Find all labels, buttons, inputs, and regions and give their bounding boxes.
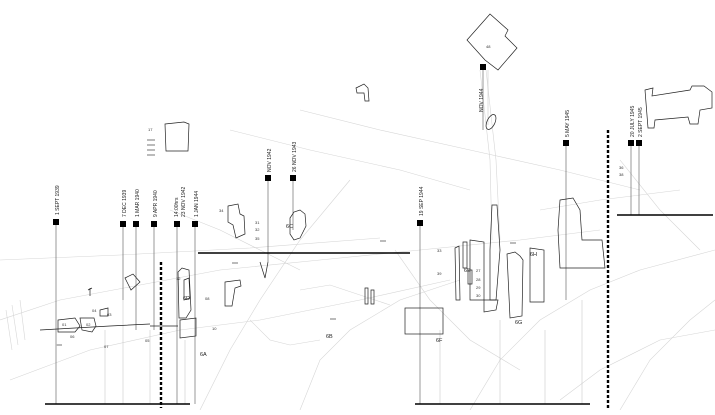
timeline-label-4: 9 APR 1940 (153, 190, 159, 217)
num-30: 30 (476, 293, 481, 298)
building-top-right (644, 85, 713, 129)
timeline-marker-13: 20 JULY 1945 (628, 106, 636, 215)
timeline-marker-11: NOV 1944 (479, 64, 486, 130)
num-10: 10 (212, 326, 217, 331)
timeline-label-12: 5 MAY 1945 (565, 110, 571, 137)
building-6E-bar (454, 245, 461, 301)
timeline-markers: 1 SEPT 1939 7 DEC 1939 1 MAR 1940 9 APR … (53, 64, 644, 404)
num-31: 31 (255, 220, 260, 225)
zone-6D: 6D (183, 296, 190, 302)
timeline-marker-14: 2 SEPT 1945 (636, 107, 644, 215)
timeline-label-11: NOV 1944 (479, 88, 485, 112)
heavy-horizontal-lines (45, 214, 713, 405)
num-32: 32 (255, 227, 260, 232)
flag-mark (87, 287, 93, 296)
building-right-complex (557, 197, 606, 269)
building-02 (79, 317, 97, 333)
vertical-guide-lines (104, 70, 583, 404)
building-6H-right (529, 247, 545, 303)
building-pair (364, 287, 375, 305)
building-6D-inner (183, 277, 191, 301)
timeline-label-10: 19 SEP 1944 (419, 186, 425, 216)
num-07: 07 (104, 344, 109, 349)
road-6A (39, 323, 151, 331)
num-01: 01 (62, 322, 67, 327)
timeline-marker-3: 1 MAR 1940 (133, 189, 141, 330)
building-6D-lower (179, 317, 197, 339)
zone-6F: 6F (436, 338, 443, 344)
building-6E-foot (483, 299, 499, 313)
num-29: 29 (476, 285, 481, 290)
num-27: 27 (476, 268, 481, 273)
building-6E-bar2 (462, 241, 468, 269)
building-long-strip (489, 204, 501, 301)
building-03 (99, 307, 109, 317)
zone-6E: 6E (464, 268, 471, 274)
building-oval (485, 114, 497, 130)
building-6E-small (467, 269, 473, 285)
timeline-label-6: 23 NOV 1942 (181, 186, 187, 217)
building-small-top (355, 83, 370, 102)
timeline-label-9: 26 NOV 1943 (292, 141, 298, 172)
zone-6G: 6G (515, 320, 522, 326)
num-48: 48 (486, 44, 491, 49)
num-12: 12 (176, 276, 181, 281)
faint-marks (56, 139, 516, 346)
dashed-boundary-lines (159, 130, 610, 408)
num-35: 35 (255, 236, 260, 241)
num-08: 08 (205, 296, 210, 301)
num-38: 38 (619, 172, 624, 177)
building-17 (164, 121, 190, 152)
timeline-label-8: NOV 1942 (267, 148, 273, 172)
timeline-marker-5: 14:00hrs 23 NOV 1942 (174, 186, 187, 404)
timeline-marker-9: 26 NOV 1943 (290, 141, 298, 230)
zone-6H: 6H (530, 252, 537, 258)
zone-6C: 6C (286, 224, 293, 230)
timeline-marker-7: 1 JAN 1944 (192, 191, 200, 404)
zone-labels: 6A 6B 6C 6D 6E 6F 6G 6H (183, 224, 537, 358)
num-34: 34 (219, 208, 224, 213)
num-06: 06 (70, 334, 75, 339)
zone-6A: 6A (200, 352, 207, 358)
num-39: 39 (437, 271, 442, 276)
timeline-label-2: 7 DEC 1939 (122, 190, 128, 217)
timeline-label-3: 1 MAR 1940 (135, 189, 141, 217)
timeline-marker-10: 19 SEP 1944 (417, 186, 425, 404)
timeline-marker-4: 9 APR 1940 (151, 190, 159, 330)
timeline-label-7: 1 JAN 1944 (194, 191, 200, 217)
timeline-marker-2: 7 DEC 1939 (120, 190, 128, 300)
timeline-label-1: 1 SEPT 1939 (55, 185, 61, 215)
building-01 (57, 317, 81, 333)
building-6C (289, 209, 307, 241)
num-36: 36 (619, 165, 624, 170)
timeline-marker-1: 1 SEPT 1939 (53, 185, 61, 404)
building-6F (404, 307, 444, 335)
num-33: 33 (437, 248, 442, 253)
timeline-marker-8: NOV 1942 (265, 148, 273, 262)
timeline-label-5: 14:00hrs (174, 197, 180, 217)
timeline-marker-12: 5 MAY 1945 (563, 110, 571, 300)
timeline-label-14: 2 SEPT 1945 (638, 107, 644, 137)
num-04: 04 (92, 308, 97, 313)
building-mark (259, 261, 269, 279)
timeline-label-13: 20 JULY 1945 (630, 106, 636, 137)
num-02: 02 (86, 322, 91, 327)
building-6H-left (506, 251, 524, 319)
num-05: 05 (145, 338, 150, 343)
building-48 (466, 13, 518, 71)
number-labels: 01 02 03 04 05 06 07 08 10 12 17 27 28 2… (62, 44, 624, 349)
building-07 (124, 273, 141, 291)
num-03: 03 (107, 312, 112, 317)
num-17: 17 (148, 127, 153, 132)
building-34 (227, 203, 246, 239)
num-28: 28 (476, 277, 481, 282)
background-road-lines (0, 69, 715, 411)
building-outlines (39, 13, 713, 339)
zone-6B: 6B (326, 334, 333, 340)
building-near-10 (224, 279, 242, 307)
building-6D (177, 267, 192, 319)
